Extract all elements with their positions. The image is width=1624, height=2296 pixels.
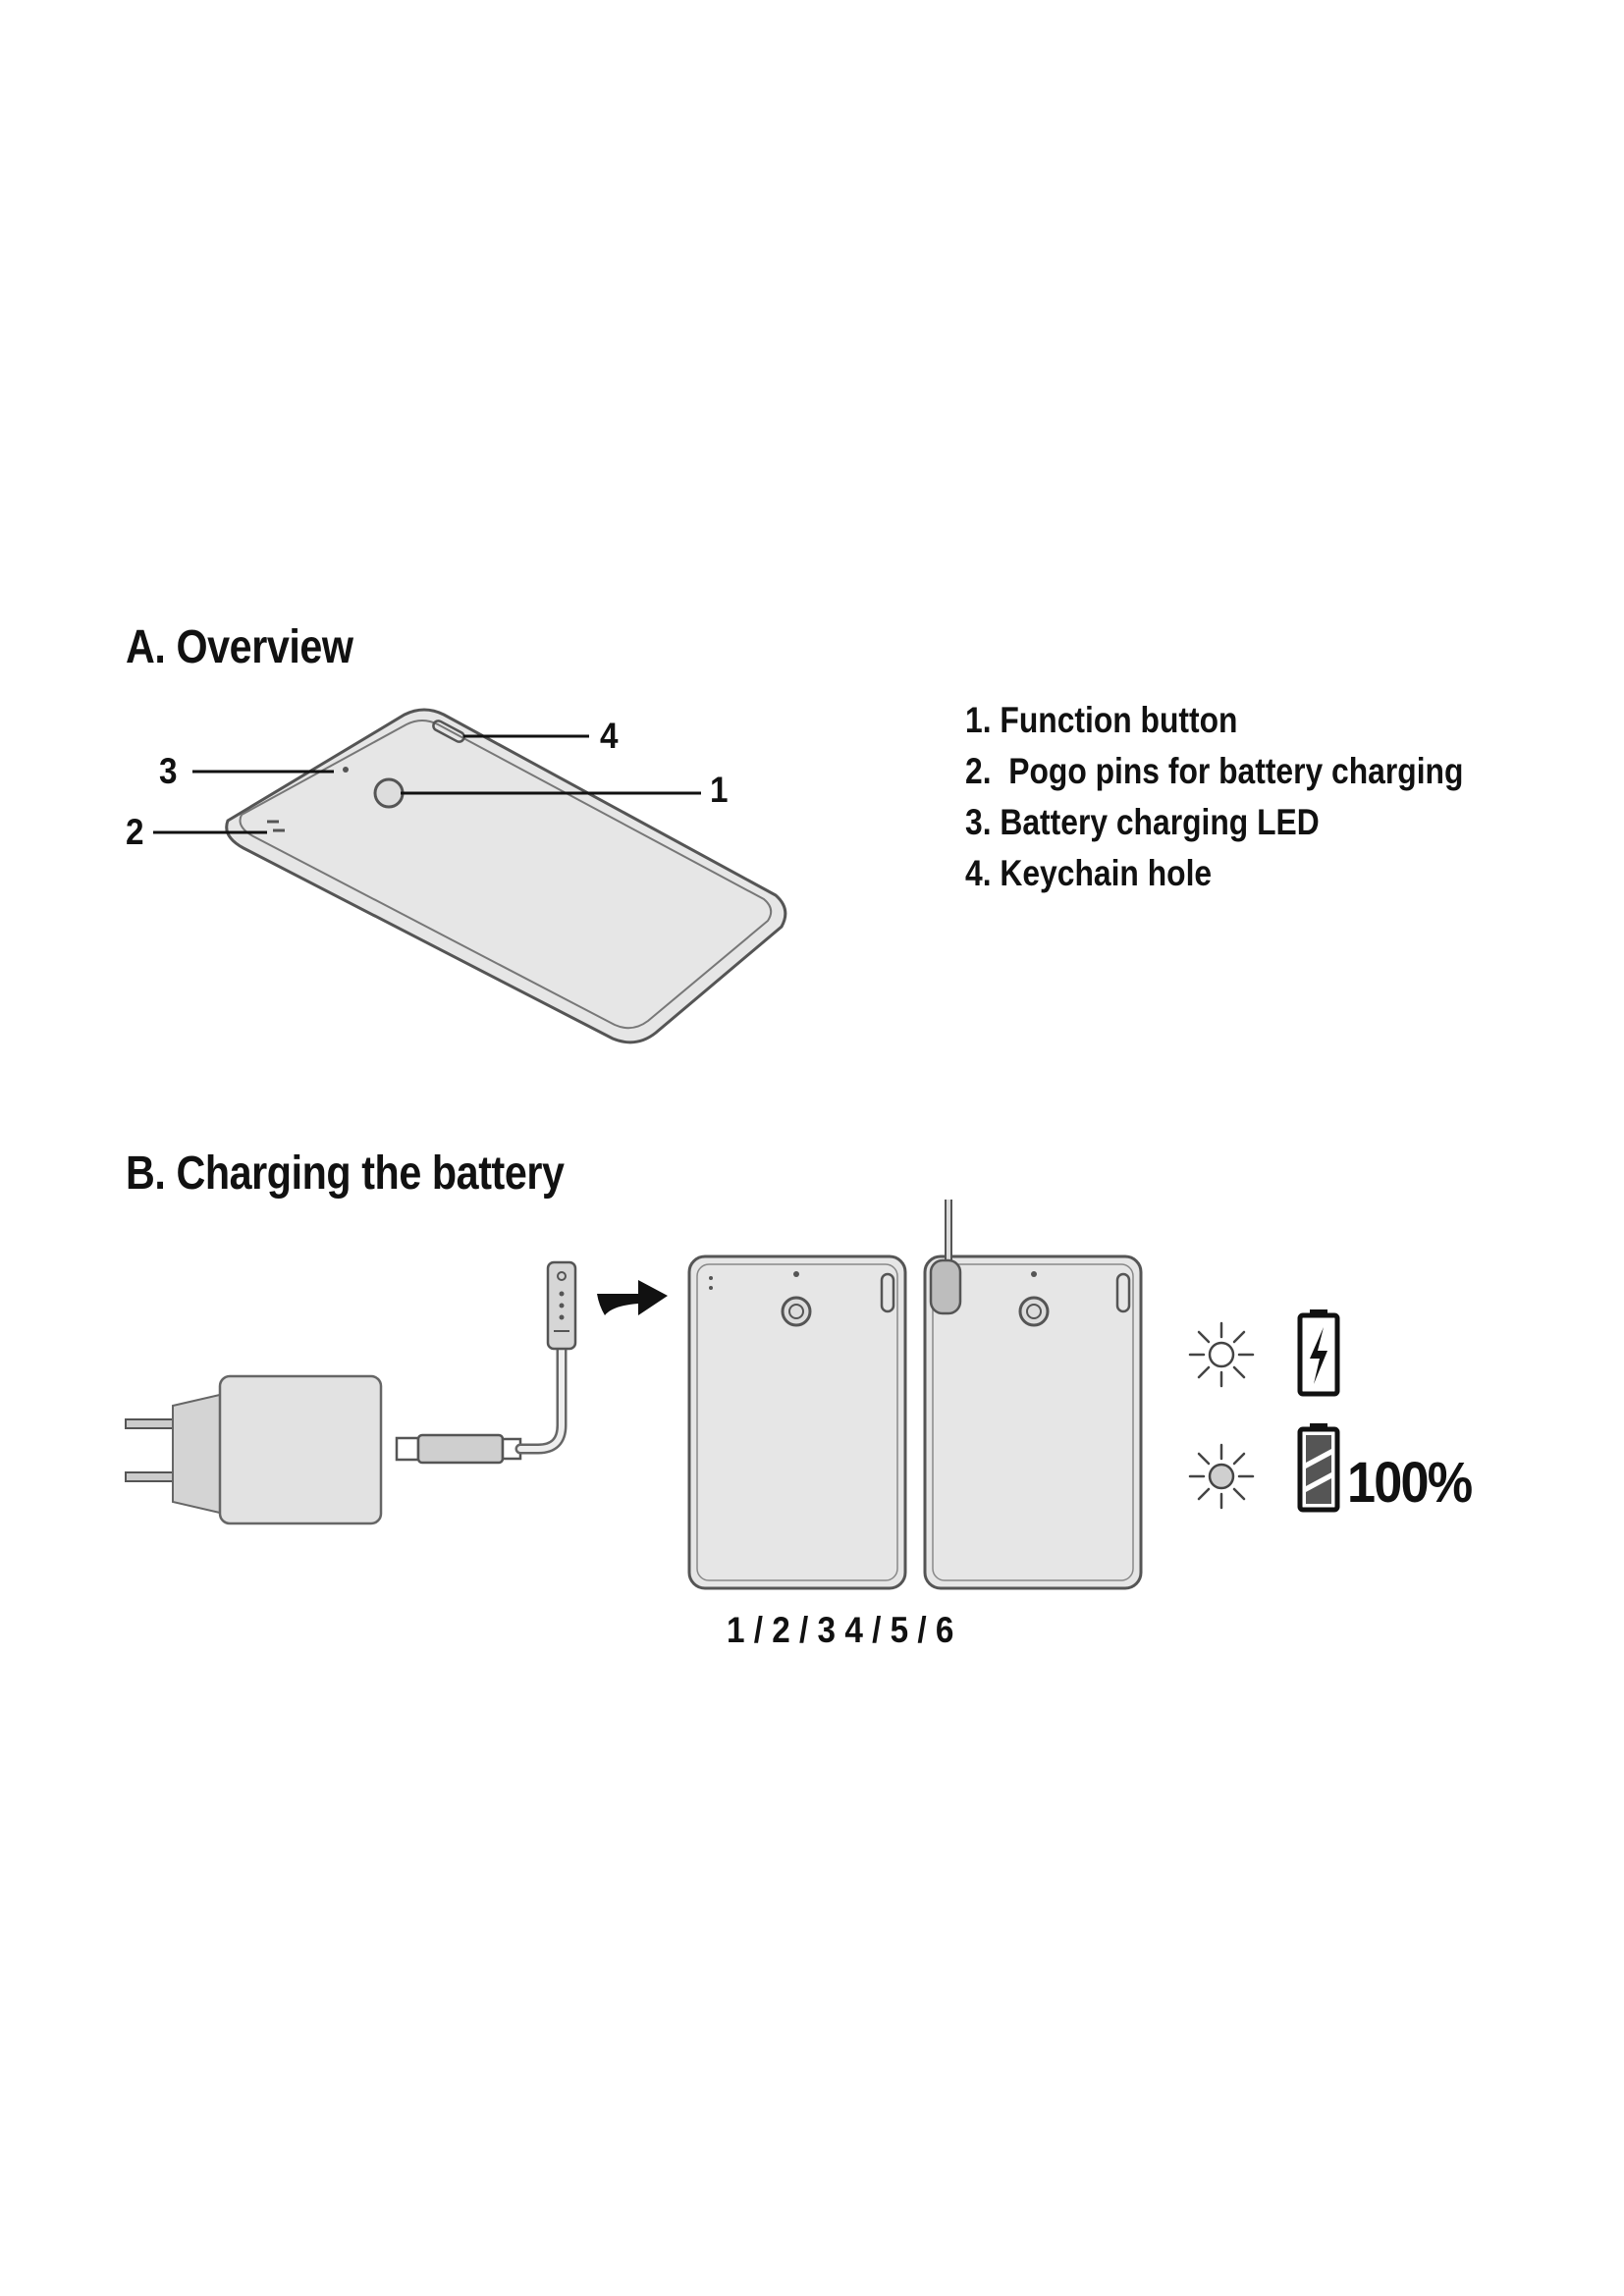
arrow-right-icon bbox=[597, 1280, 668, 1315]
legend-item-keychain-hole: 4. Keychain hole bbox=[965, 853, 1213, 893]
section-b-heading: B. Charging the battery bbox=[126, 1148, 565, 1200]
callout-3: 3 bbox=[159, 751, 178, 791]
callout-2: 2 bbox=[126, 812, 144, 852]
battery-charging-icon bbox=[1297, 1309, 1340, 1397]
keychain-hole-icon bbox=[432, 720, 465, 743]
battery-full-icon bbox=[1297, 1423, 1340, 1513]
pogo-pins-icon bbox=[267, 820, 285, 832]
device-back-icon bbox=[687, 1255, 907, 1590]
wall-charger-icon bbox=[125, 1374, 383, 1525]
charging-led-icon bbox=[343, 767, 349, 773]
callout-4: 4 bbox=[600, 716, 619, 756]
usb-cable-icon bbox=[395, 1341, 568, 1465]
device-charging-icon bbox=[923, 1200, 1143, 1590]
legend-item-function-button: 1. Function button bbox=[965, 700, 1238, 740]
callout-1: 1 bbox=[710, 770, 729, 810]
legend-item-charging-led: 3. Battery charging LED bbox=[965, 802, 1320, 842]
led-blinking-icon bbox=[1188, 1321, 1255, 1388]
battery-full-label: 100% bbox=[1347, 1451, 1473, 1515]
overview-legend: 1. Function button 2. Pogo pins for batt… bbox=[965, 695, 1463, 899]
section-a-heading: A. Overview bbox=[126, 621, 353, 673]
charging-steps-caption: 1 / 2 / 3 4 / 5 / 6 bbox=[727, 1610, 954, 1650]
legend-item-pogo-pins: 2. Pogo pins for battery charging bbox=[965, 751, 1464, 791]
led-steady-icon bbox=[1188, 1443, 1255, 1510]
magnetic-connector-icon bbox=[546, 1260, 577, 1351]
